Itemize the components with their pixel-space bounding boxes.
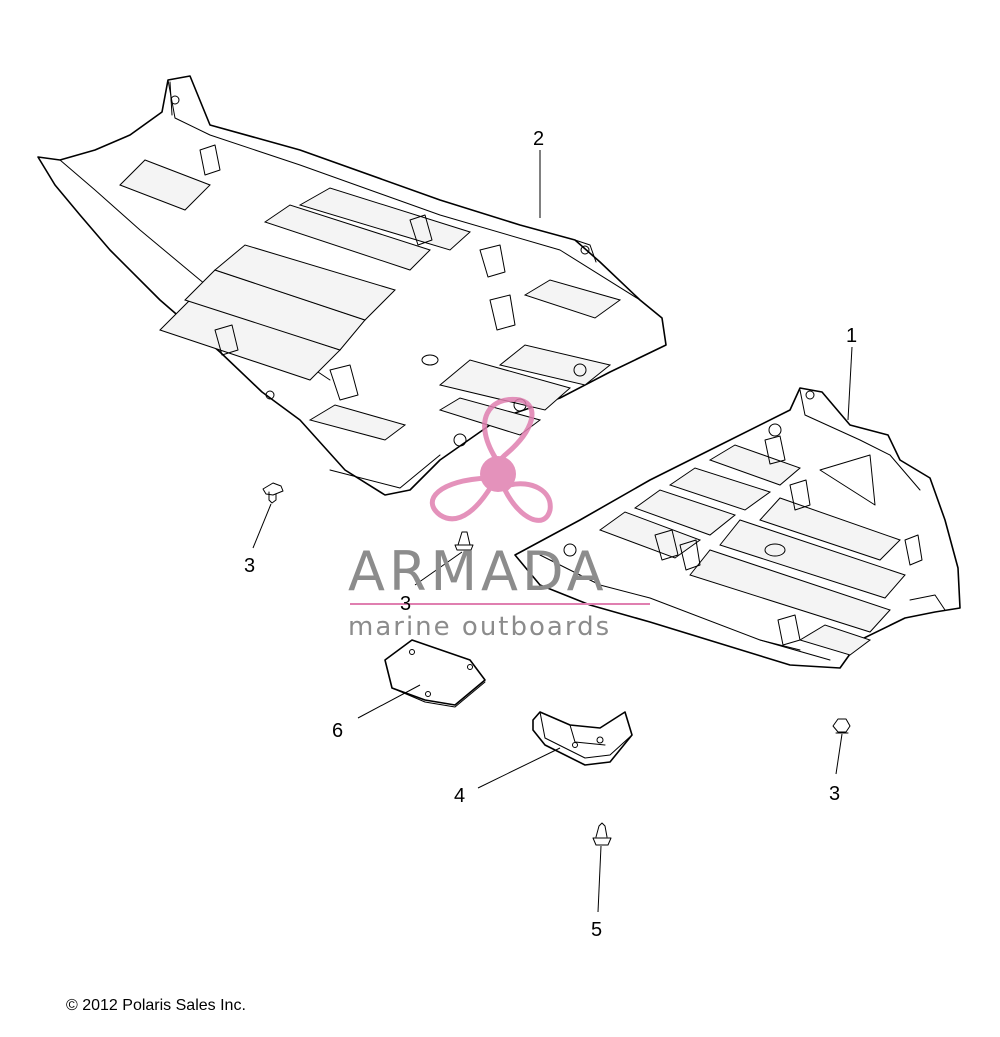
leader-line-1 xyxy=(847,346,853,421)
callout-2: 2 xyxy=(533,128,544,150)
armada-watermark: ARMADA marine outboards xyxy=(348,396,650,642)
fastener-3-center xyxy=(454,531,474,551)
leader-line-3c xyxy=(835,733,843,775)
callout-3-right: 3 xyxy=(829,783,840,805)
fastener-5 xyxy=(592,822,612,846)
skid-plate-front xyxy=(514,387,961,669)
bracket xyxy=(532,711,633,766)
callout-1: 1 xyxy=(846,325,857,347)
leader-line-4 xyxy=(477,747,561,789)
propeller-logo-icon xyxy=(429,396,553,523)
cover-plate xyxy=(384,639,486,708)
callout-6: 6 xyxy=(332,720,343,742)
leader-line-6 xyxy=(357,684,421,719)
copyright-notice: © 2012 Polaris Sales Inc. xyxy=(66,997,246,1014)
callout-3-left: 3 xyxy=(244,555,255,577)
watermark-tagline: marine outboards xyxy=(348,612,611,642)
callout-5: 5 xyxy=(591,919,602,941)
fastener-3-left xyxy=(262,482,284,504)
callout-3-center: 3 xyxy=(400,593,411,615)
leader-line-3a xyxy=(252,503,272,549)
skid-plate-rear xyxy=(37,75,667,496)
leader-line-3b xyxy=(414,551,463,586)
callout-4: 4 xyxy=(454,785,465,807)
fastener-3-right xyxy=(832,718,851,734)
leader-line-5 xyxy=(597,845,602,913)
watermark-brand: ARMADA xyxy=(348,540,608,603)
